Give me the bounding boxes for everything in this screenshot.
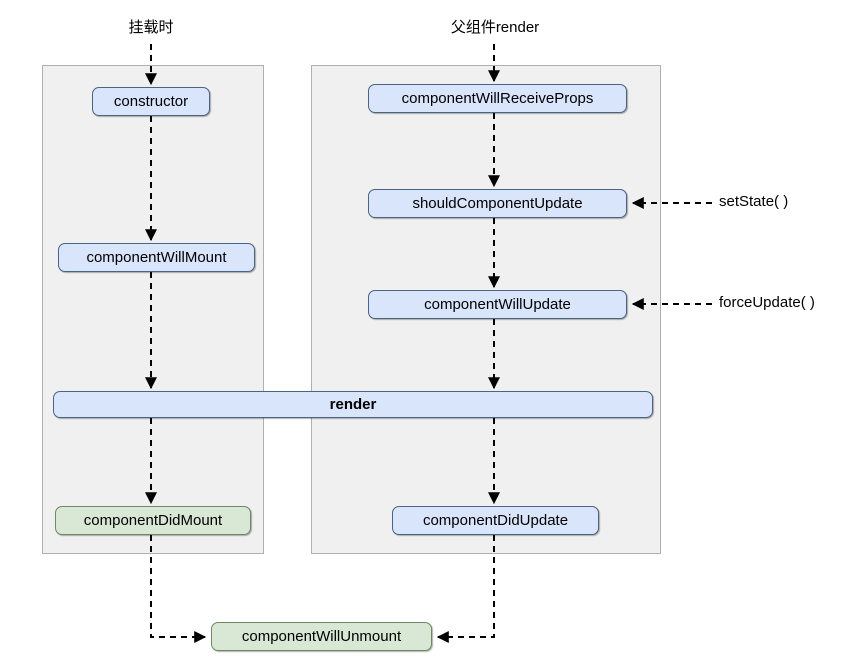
mounting-phase-caption: 挂载时 bbox=[128, 19, 174, 36]
node-component-did-update[interactable]: componentDidUpdate bbox=[392, 506, 599, 535]
node-constructor[interactable]: constructor bbox=[92, 87, 210, 116]
node-should-component-update[interactable]: shouldComponentUpdate bbox=[368, 189, 627, 218]
node-component-did-mount[interactable]: componentDidMount bbox=[55, 506, 251, 535]
mounting-phase-panel bbox=[42, 65, 264, 554]
node-render[interactable]: render bbox=[53, 391, 653, 418]
trigger-label-force-update: forceUpdate( ) bbox=[719, 294, 815, 311]
node-component-will-receive-props[interactable]: componentWillReceiveProps bbox=[368, 84, 627, 113]
node-component-will-update[interactable]: componentWillUpdate bbox=[368, 290, 627, 319]
node-component-will-mount[interactable]: componentWillMount bbox=[58, 243, 255, 272]
node-component-will-unmount[interactable]: componentWillUnmount bbox=[211, 622, 432, 651]
trigger-label-set-state: setState( ) bbox=[719, 193, 789, 210]
updating-phase-caption: 父组件render bbox=[450, 19, 540, 36]
